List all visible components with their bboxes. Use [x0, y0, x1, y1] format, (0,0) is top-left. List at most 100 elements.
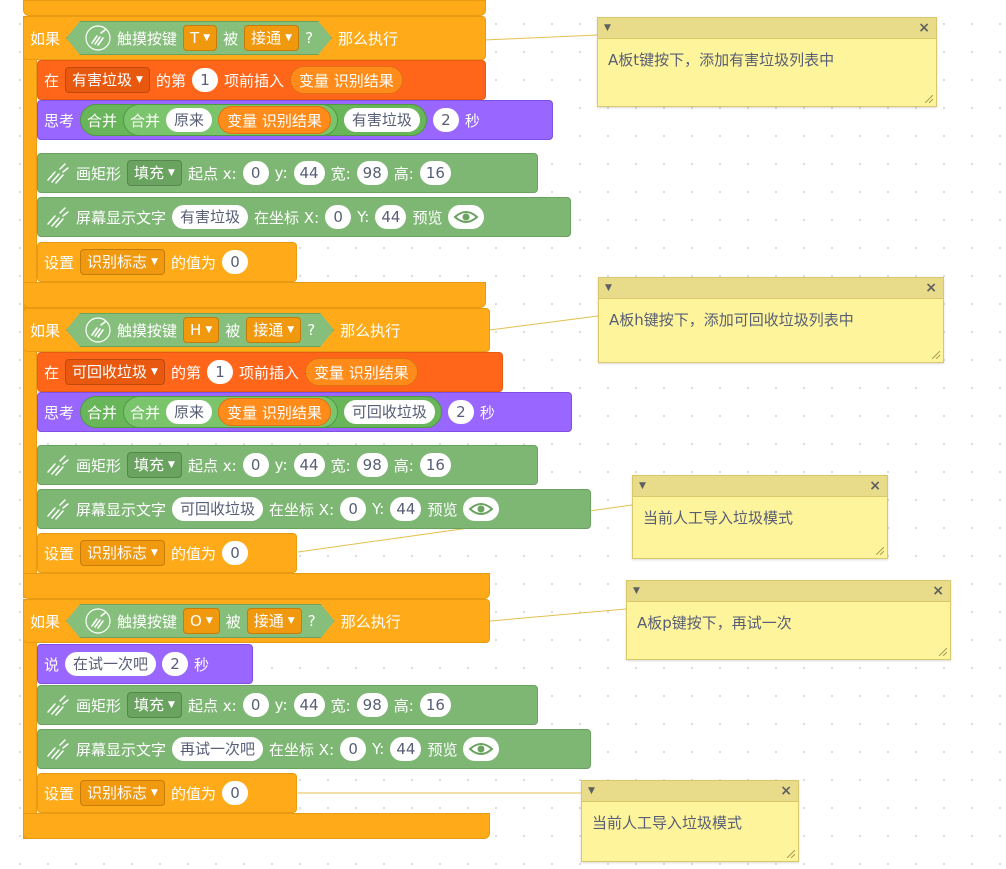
screen-text-input[interactable]: 有害垃圾 — [172, 205, 249, 229]
screen-text-block[interactable]: 屏幕显示文字 有害垃圾 在坐标 X: 0 Y: 44 预览 — [37, 197, 571, 237]
variable-dropdown[interactable]: 识别标志▼ — [80, 540, 165, 566]
comment-header[interactable]: ▼ × — [598, 18, 936, 39]
fill-dropdown[interactable]: 填充▼ — [127, 160, 182, 186]
set-value-input[interactable]: 0 — [221, 250, 248, 274]
touch-condition[interactable]: 触摸按键 T▼ 被 接通▼ ? — [66, 21, 332, 55]
collapse-caret-icon[interactable]: ▼ — [604, 23, 611, 33]
index-input[interactable]: 1 — [191, 68, 218, 92]
key-dropdown[interactable]: H▼ — [183, 317, 219, 343]
fill-dropdown[interactable]: 填充▼ — [127, 692, 182, 718]
key-dropdown[interactable]: O▼ — [183, 608, 220, 634]
variable-reporter[interactable]: 变量 识别结果 — [218, 106, 331, 134]
join-text-input[interactable]: 可回收垃圾 — [343, 400, 435, 424]
variable-reporter[interactable]: 变量 识别结果 — [304, 358, 418, 386]
rect-w-input[interactable]: 98 — [356, 453, 388, 477]
collapse-caret-icon[interactable]: ▼ — [605, 283, 612, 293]
collapse-caret-icon[interactable]: ▼ — [588, 786, 595, 796]
state-dropdown[interactable]: 接通▼ — [246, 317, 301, 343]
set-variable-block[interactable]: 设置 识别标志▼ 的值为 0 — [37, 242, 297, 282]
think-block[interactable]: 思考 合并 合并 原来 变量 识别结果 有害垃圾 2 秒 — [37, 100, 553, 140]
join-reporter-inner[interactable]: 合并 原来 变量 识别结果 — [123, 396, 338, 428]
resize-handle-icon[interactable] — [925, 95, 933, 103]
fill-dropdown[interactable]: 填充▼ — [127, 452, 182, 478]
variable-dropdown[interactable]: 识别标志▼ — [80, 780, 165, 806]
set-value-input[interactable]: 0 — [221, 541, 248, 565]
rect-h-input[interactable]: 16 — [419, 453, 451, 477]
comment-text[interactable]: A板t键按下，添加有害垃圾列表中 — [608, 51, 835, 69]
comment-header[interactable]: ▼ × — [582, 781, 798, 802]
collapse-caret-icon[interactable]: ▼ — [633, 586, 640, 596]
key-dropdown[interactable]: T▼ — [183, 25, 217, 51]
set-value-input[interactable]: 0 — [221, 781, 248, 805]
rect-y-input[interactable]: 44 — [293, 161, 325, 185]
rect-x-input[interactable]: 0 — [242, 453, 269, 477]
rect-y-input[interactable]: 44 — [293, 693, 325, 717]
list-dropdown[interactable]: 有害垃圾▼ — [65, 67, 150, 93]
comment-header[interactable]: ▼ × — [633, 476, 887, 497]
index-input[interactable]: 1 — [206, 360, 233, 384]
comment-note[interactable]: ▼ × A板h键按下，添加可回收垃圾列表中 — [598, 277, 944, 363]
close-icon[interactable]: × — [780, 783, 792, 799]
text-x-input[interactable]: 0 — [340, 737, 367, 761]
resize-handle-icon[interactable] — [932, 351, 940, 359]
rect-w-input[interactable]: 98 — [356, 693, 388, 717]
variable-reporter[interactable]: 变量 识别结果 — [218, 398, 331, 426]
comment-text[interactable]: A板h键按下，添加可回收垃圾列表中 — [609, 311, 854, 329]
rect-x-input[interactable]: 0 — [242, 161, 269, 185]
comment-note[interactable]: ▼ × 当前人工导入垃圾模式 — [581, 780, 799, 862]
text-x-input[interactable]: 0 — [325, 205, 352, 229]
join-text-input[interactable]: 有害垃圾 — [343, 108, 420, 132]
original-input[interactable]: 原来 — [166, 108, 213, 132]
close-icon[interactable]: × — [925, 280, 937, 296]
close-icon[interactable]: × — [918, 20, 930, 36]
close-icon[interactable]: × — [869, 478, 881, 494]
join-reporter-outer[interactable]: 合并 合并 原来 变量 识别结果 可回收垃圾 — [80, 396, 442, 428]
insert-list-block[interactable]: 在 可回收垃圾▼ 的第 1 项前插入 变量 识别结果 — [37, 352, 503, 392]
screen-text-input[interactable]: 再试一次吧 — [172, 737, 264, 761]
comment-header[interactable]: ▼ × — [599, 278, 943, 299]
think-block[interactable]: 思考 合并 合并 原来 变量 识别结果 可回收垃圾 2 秒 — [37, 392, 572, 432]
join-reporter-inner[interactable]: 合并 原来 变量 识别结果 — [123, 104, 338, 136]
preview-toggle[interactable] — [463, 497, 500, 521]
comment-text[interactable]: A板p键按下，再试一次 — [637, 614, 792, 632]
list-dropdown[interactable]: 可回收垃圾▼ — [65, 359, 165, 385]
touch-condition[interactable]: 触摸按键 H▼ 被 接通▼ ? — [66, 313, 334, 347]
if-block-3[interactable]: 如果 触摸按键 O▼ 被 接通▼ ? 那么执行 — [23, 599, 490, 643]
state-dropdown[interactable]: 接通▼ — [247, 608, 302, 634]
text-x-input[interactable]: 0 — [340, 497, 367, 521]
screen-text-block[interactable]: 屏幕显示文字 可回收垃圾 在坐标 X: 0 Y: 44 预览 — [37, 489, 591, 529]
comment-text[interactable]: 当前人工导入垃圾模式 — [643, 509, 794, 527]
comment-note[interactable]: ▼ × 当前人工导入垃圾模式 — [632, 475, 888, 559]
comment-text[interactable]: 当前人工导入垃圾模式 — [592, 814, 743, 832]
rect-h-input[interactable]: 16 — [419, 693, 451, 717]
resize-handle-icon[interactable] — [876, 547, 884, 555]
state-dropdown[interactable]: 接通▼ — [244, 25, 299, 51]
if-block-2[interactable]: 如果 触摸按键 H▼ 被 接通▼ ? 那么执行 — [23, 308, 490, 352]
if-block-1[interactable]: 如果 触摸按键 T▼ 被 接通▼ ? 那么执行 — [23, 16, 486, 60]
rect-x-input[interactable]: 0 — [242, 693, 269, 717]
say-seconds-input[interactable]: 2 — [162, 652, 189, 676]
rect-y-input[interactable]: 44 — [293, 453, 325, 477]
draw-rect-block[interactable]: 画矩形 填充▼ 起点 x: 0 y: 44 宽: 98 高: 16 — [37, 685, 538, 725]
insert-list-block[interactable]: 在 有害垃圾▼ 的第 1 项前插入 变量 识别结果 — [37, 60, 486, 100]
comment-header[interactable]: ▼ × — [627, 581, 950, 602]
seconds-input[interactable]: 2 — [432, 108, 459, 132]
comment-note[interactable]: ▼ × A板p键按下，再试一次 — [626, 580, 951, 660]
comment-note[interactable]: ▼ × A板t键按下，添加有害垃圾列表中 — [597, 17, 937, 107]
draw-rect-block[interactable]: 画矩形 填充▼ 起点 x: 0 y: 44 宽: 98 高: 16 — [37, 445, 538, 485]
text-y-input[interactable]: 44 — [390, 497, 422, 521]
set-variable-block[interactable]: 设置 识别标志▼ 的值为 0 — [37, 773, 297, 813]
seconds-input[interactable]: 2 — [447, 400, 474, 424]
preview-toggle[interactable] — [448, 205, 485, 229]
preview-toggle[interactable] — [463, 737, 500, 761]
join-reporter-outer[interactable]: 合并 合并 原来 变量 识别结果 有害垃圾 — [80, 104, 427, 136]
say-block[interactable]: 说 在试一次吧 2 秒 — [37, 644, 253, 684]
text-y-input[interactable]: 44 — [390, 737, 422, 761]
resize-handle-icon[interactable] — [787, 850, 795, 858]
close-icon[interactable]: × — [932, 583, 944, 599]
rect-w-input[interactable]: 98 — [356, 161, 388, 185]
set-variable-block[interactable]: 设置 识别标志▼ 的值为 0 — [37, 533, 297, 573]
rect-h-input[interactable]: 16 — [419, 161, 451, 185]
screen-text-input[interactable]: 可回收垃圾 — [172, 497, 264, 521]
